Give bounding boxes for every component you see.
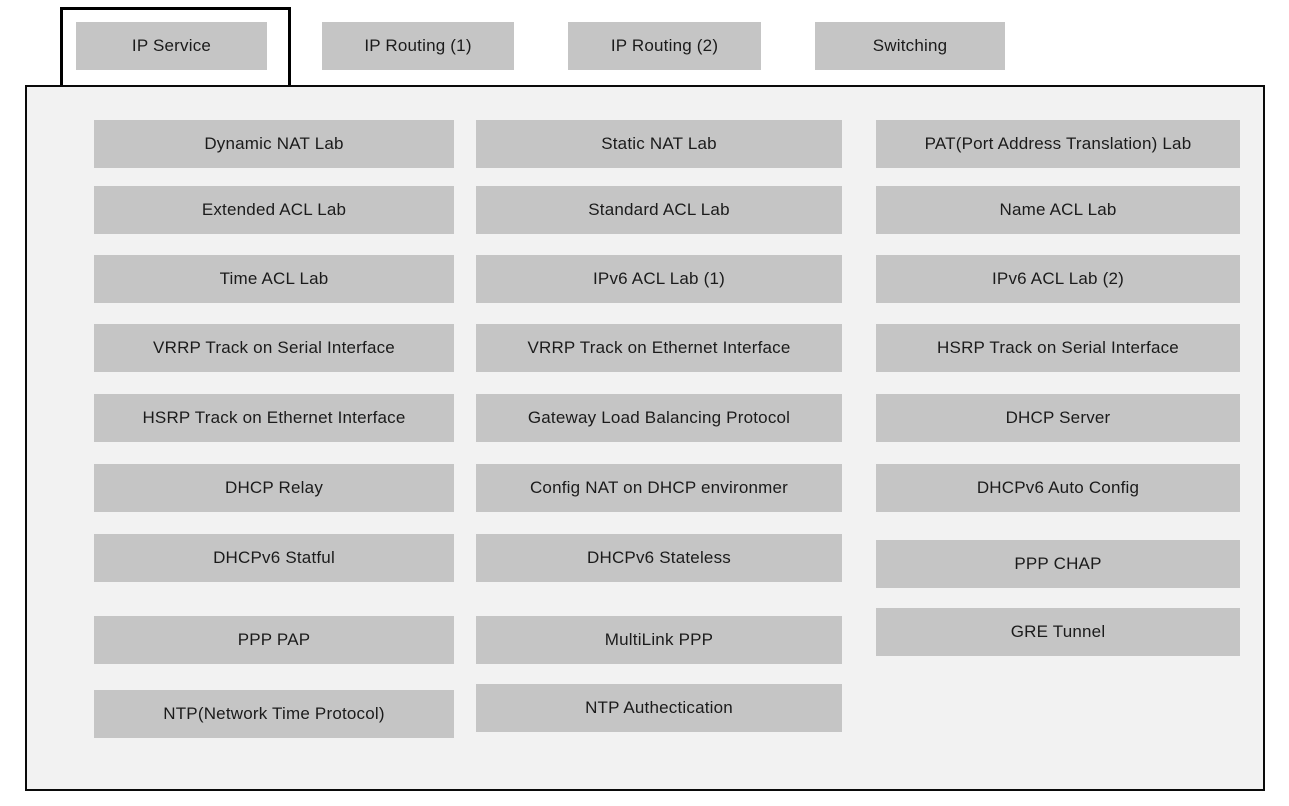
lab-button-name-acl[interactable]: Name ACL Lab [876, 186, 1240, 234]
tab-switching[interactable]: Switching [815, 22, 1005, 70]
lab-button-dhcpv6-auto-config[interactable]: DHCPv6 Auto Config [876, 464, 1240, 512]
lab-button-ntp[interactable]: NTP(Network Time Protocol) [94, 690, 454, 738]
lab-button-vrrp-track-serial[interactable]: VRRP Track on Serial Interface [94, 324, 454, 372]
lab-button-dhcpv6-stateless[interactable]: DHCPv6 Stateless [476, 534, 842, 582]
lab-button-glbp[interactable]: Gateway Load Balancing Protocol [476, 394, 842, 442]
lab-panel: Dynamic NAT Lab Static NAT Lab PAT(Port … [25, 85, 1265, 791]
lab-button-multilink-ppp[interactable]: MultiLink PPP [476, 616, 842, 664]
lab-button-ipv6-acl-2[interactable]: IPv6 ACL Lab (2) [876, 255, 1240, 303]
tab-ip-routing-1[interactable]: IP Routing (1) [322, 22, 514, 70]
lab-button-time-acl[interactable]: Time ACL Lab [94, 255, 454, 303]
lab-button-extended-acl[interactable]: Extended ACL Lab [94, 186, 454, 234]
lab-button-standard-acl[interactable]: Standard ACL Lab [476, 186, 842, 234]
lab-button-dhcp-server[interactable]: DHCP Server [876, 394, 1240, 442]
lab-button-dynamic-nat[interactable]: Dynamic NAT Lab [94, 120, 454, 168]
lab-button-dhcpv6-stateful[interactable]: DHCPv6 Statful [94, 534, 454, 582]
lab-button-gre-tunnel[interactable]: GRE Tunnel [876, 608, 1240, 656]
lab-button-ppp-pap[interactable]: PPP PAP [94, 616, 454, 664]
lab-button-vrrp-track-ethernet[interactable]: VRRP Track on Ethernet Interface [476, 324, 842, 372]
tab-ip-routing-2[interactable]: IP Routing (2) [568, 22, 761, 70]
lab-button-dhcp-relay[interactable]: DHCP Relay [94, 464, 454, 512]
lab-button-static-nat[interactable]: Static NAT Lab [476, 120, 842, 168]
lab-button-hsrp-track-ethernet[interactable]: HSRP Track on Ethernet Interface [94, 394, 454, 442]
lab-button-hsrp-track-serial[interactable]: HSRP Track on Serial Interface [876, 324, 1240, 372]
lab-button-nat-on-dhcp[interactable]: Config NAT on DHCP environmer [476, 464, 842, 512]
tab-ip-service[interactable]: IP Service [76, 22, 267, 70]
lab-button-pat[interactable]: PAT(Port Address Translation) Lab [876, 120, 1240, 168]
lab-button-ipv6-acl-1[interactable]: IPv6 ACL Lab (1) [476, 255, 842, 303]
lab-button-ppp-chap[interactable]: PPP CHAP [876, 540, 1240, 588]
lab-button-ntp-authentication[interactable]: NTP Authectication [476, 684, 842, 732]
